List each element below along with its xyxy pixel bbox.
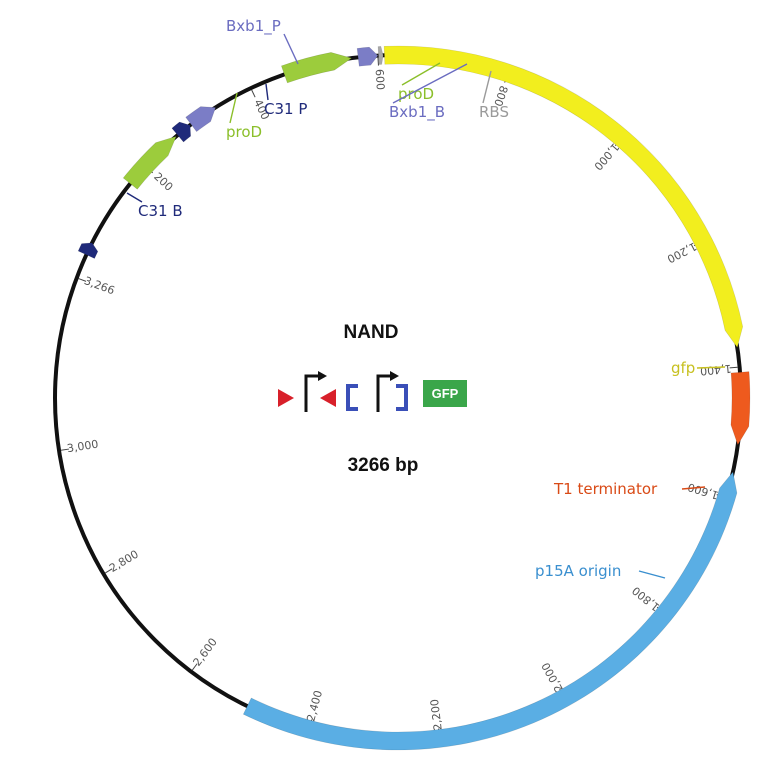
- feature-c31-b: [77, 242, 99, 259]
- tick-label: 2,800: [107, 548, 141, 575]
- feature-label-c31-b: C31 B: [138, 202, 183, 220]
- promoter-arrow-left-icon: [304, 374, 318, 412]
- tick-mark: [729, 366, 738, 369]
- label-leader-line: [283, 33, 299, 65]
- tick-label: 800: [491, 84, 510, 108]
- tick-mark: [60, 448, 70, 451]
- tick-label: 3,266: [82, 274, 116, 297]
- feature-label-prod-1: proD: [226, 123, 262, 141]
- feature-label-p15a-origin: p15A origin: [535, 562, 621, 580]
- label-leader-line: [392, 63, 468, 104]
- tick-mark: [251, 89, 256, 98]
- tick-label: 1,400: [699, 362, 732, 378]
- feature-label-c31-p: C31 P: [264, 100, 307, 118]
- plasmid-size: 3266 bp: [348, 455, 419, 476]
- feature-bxb1-p: [185, 106, 216, 133]
- label-leader-line: [696, 366, 726, 369]
- feature-t1-terminator: [730, 371, 751, 446]
- feature-label-bxb1-b: Bxb1_B: [389, 103, 445, 122]
- tick-mark: [78, 278, 87, 282]
- feature-bxb1-b: [356, 46, 379, 67]
- tick-mark: [191, 663, 198, 671]
- label-leader-line: [401, 62, 441, 86]
- label-leader-line: [126, 192, 143, 203]
- tick-label: 1,600: [686, 480, 720, 502]
- attb-site-left-icon: [320, 389, 336, 407]
- feature-p15a-origin: [242, 471, 738, 751]
- tick-label: 600: [373, 69, 387, 91]
- plasmid-name: NAND: [344, 322, 399, 343]
- promoter-arrow-right-icon: [376, 374, 390, 412]
- feature-label-rbs: RBS: [479, 103, 509, 121]
- attp-site-right-icon: [396, 384, 408, 411]
- promoter-arrowhead-left-icon: [318, 371, 327, 381]
- gfp-box-label: GFP: [432, 386, 459, 401]
- tick-label: 2,600: [191, 636, 220, 669]
- tick-label: 200: [151, 170, 175, 194]
- feature-prod-1: [122, 135, 177, 190]
- feature-prod-2: [281, 52, 353, 84]
- feature-rbs: [377, 46, 384, 65]
- promoter-arrowhead-right-icon: [390, 371, 399, 381]
- tick-label: 2,400: [304, 689, 325, 723]
- tick-label: 2,200: [428, 698, 445, 731]
- feature-c31-p: [171, 121, 191, 143]
- attp-site-left-icon: [346, 384, 358, 411]
- gfp-box: [423, 380, 467, 407]
- tick-mark: [105, 568, 113, 574]
- circuit-icon: GFP: [278, 371, 467, 412]
- feature-label-gfp: gfp: [671, 359, 695, 377]
- label-leader-line: [482, 70, 492, 104]
- label-leader-line: [229, 92, 238, 124]
- tick-label: 3,000: [66, 438, 99, 456]
- feature-label-prod-2: proD: [398, 85, 434, 103]
- label-leader-line: [265, 83, 269, 101]
- label-leader-line: [638, 570, 666, 579]
- feature-gfp: [383, 45, 744, 349]
- label-leader-line: [681, 486, 706, 490]
- feature-label-t1-terminator: T1 terminator: [553, 480, 658, 498]
- attb-site-right-icon: [278, 389, 294, 407]
- feature-label-bxb1-p: Bxb1_P: [226, 17, 281, 36]
